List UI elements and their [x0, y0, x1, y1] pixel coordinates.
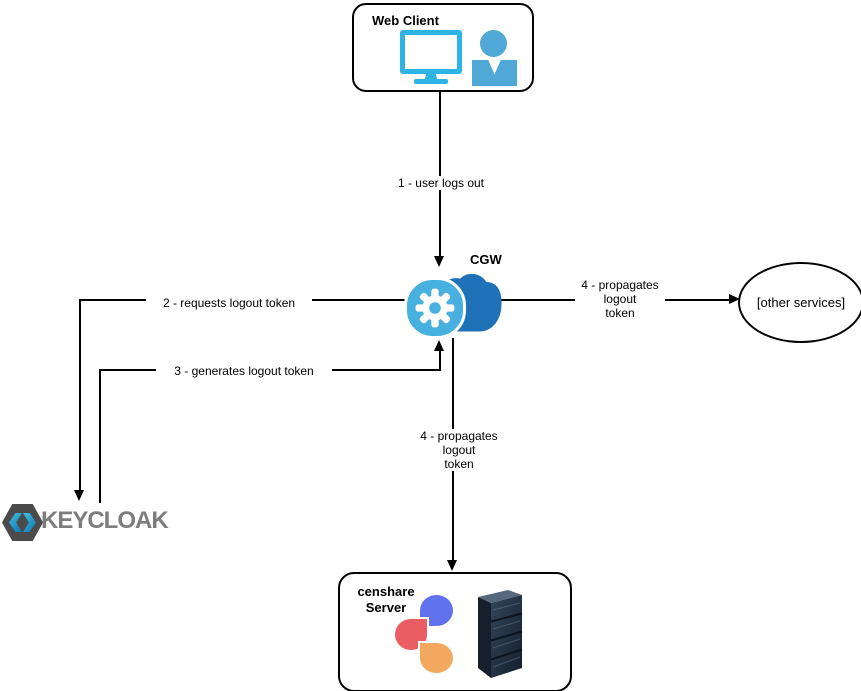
censhare-server-node: censhare Server — [338, 572, 572, 691]
web-client-node: Web Client — [352, 3, 534, 92]
edge-4d-label: 4 - propagates logout token — [398, 429, 520, 471]
web-client-title: Web Client — [372, 13, 439, 28]
edge-3-arrowhead — [434, 340, 444, 351]
other-services-label: [other services] — [756, 295, 846, 310]
cgw-title: CGW — [470, 252, 502, 267]
edge-3-label: 3 - generates logout token — [156, 364, 332, 378]
edge-4r-label-line2: logout — [603, 292, 637, 306]
keycloak-chevron-left-icon — [9, 513, 22, 532]
edge-1-arrowhead — [434, 256, 444, 267]
other-services-node: [other services] — [738, 262, 861, 343]
edge-2-line-v — [79, 299, 81, 491]
monitor-base — [414, 79, 448, 84]
edge-4r-label: 4 - propagates logout token — [575, 278, 665, 320]
edge-4d-label-line1: 4 - propagates — [420, 429, 498, 443]
edge-2-label: 2 - requests logout token — [146, 296, 312, 310]
edge-4d-arrowhead — [447, 560, 457, 571]
keycloak-chevron-right-icon — [23, 513, 36, 532]
keycloak-wordmark: KEYCLOAK — [41, 507, 169, 534]
edge-3-line-v2 — [439, 350, 441, 371]
edge-4r-arrowhead — [729, 294, 740, 304]
edge-4r-label-line3: token — [605, 306, 635, 320]
user-icon-body — [472, 60, 517, 86]
edge-4d-label-line3: token — [444, 457, 474, 471]
monitor-stand — [425, 71, 437, 79]
user-icon-head — [480, 30, 507, 57]
edge-4d-label-line2: logout — [442, 443, 476, 457]
censhare-title-line2: Server — [365, 600, 407, 615]
edge-1-line — [439, 88, 441, 258]
censhare-server-title: censhare Server — [348, 584, 424, 616]
gateway-gear-icon — [404, 277, 466, 339]
server-rack-icon — [474, 588, 526, 685]
edge-3-line-v1 — [99, 369, 101, 503]
monitor-screen — [400, 30, 462, 74]
censhare-petal-orange — [418, 641, 455, 675]
edge-4r-label-line1: 4 - propagates — [581, 278, 659, 292]
edge-1-label: 1 - user logs out — [368, 176, 514, 190]
edge-2-arrowhead — [74, 490, 84, 501]
censhare-title-line1: censhare — [357, 584, 415, 599]
keycloak-hexagon-icon — [2, 504, 43, 541]
